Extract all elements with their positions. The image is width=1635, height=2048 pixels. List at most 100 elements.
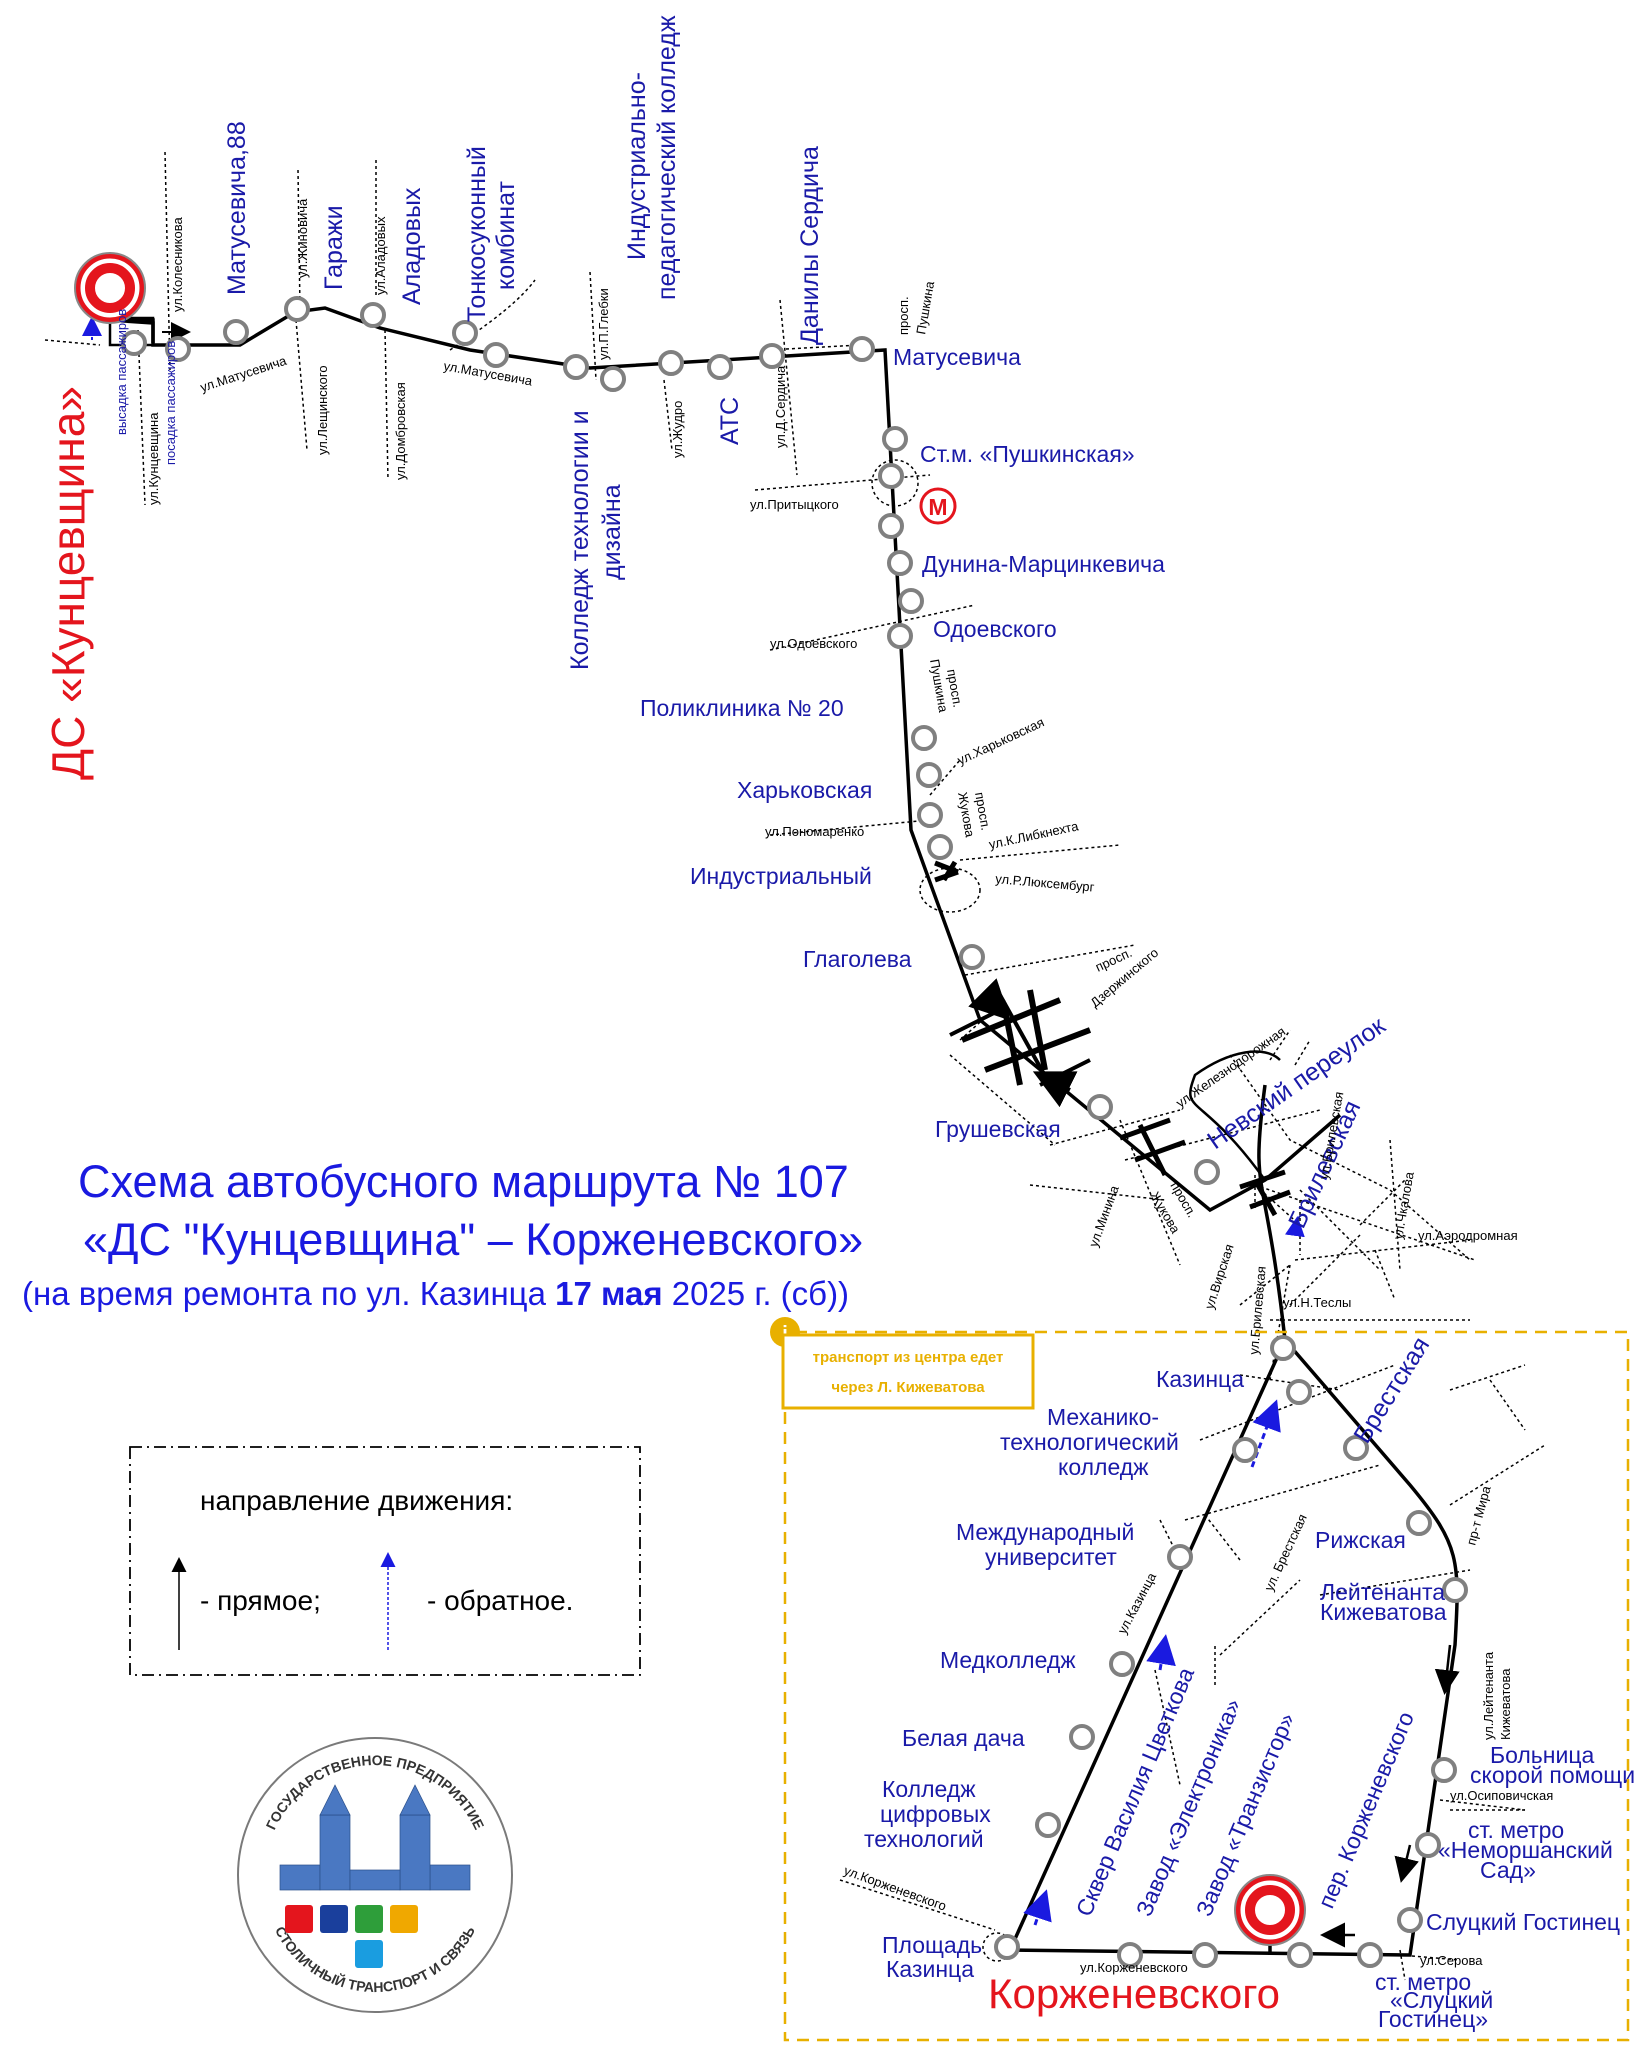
stop-label: Харьковская [737, 777, 872, 803]
street-label: ул.Матусевича [198, 353, 289, 395]
street-labels: ул.Колесникова ул.Кунцевщина ул.Матусеви… [146, 198, 1553, 1975]
street-label: просп. [896, 296, 911, 335]
metro-train-icon [355, 1940, 383, 1968]
stop-marker [1406, 1510, 1432, 1536]
end-terminal-icon [1234, 1874, 1306, 1946]
stop-label: Белая дача [902, 1725, 1025, 1751]
stop-label: Матусевича,88 [223, 121, 251, 295]
minibus-icon [390, 1905, 418, 1933]
stop-label: Одоевского [933, 616, 1057, 642]
stop-marker [284, 296, 310, 322]
dropoff-label: высадка пассажиров [114, 309, 129, 435]
street-label: ул.Вирская [1202, 1242, 1237, 1311]
metro-icon: М [919, 487, 957, 525]
stop-marker [1109, 1651, 1135, 1677]
stop-label: технологий [864, 1826, 984, 1852]
street-label: ул.Брилевская [1246, 1266, 1269, 1356]
stop-marker [1232, 1437, 1258, 1463]
street-label: ул.К.Либкнехта [988, 818, 1081, 852]
stop-marker [1192, 1942, 1218, 1968]
stop-label: АТС [716, 397, 744, 445]
interchange-industrialny [934, 860, 959, 883]
title-line-1: Схема автобусного маршрута № 107 [78, 1156, 849, 1207]
stop-label: Невский переулок [1202, 1011, 1391, 1155]
street-label: ул.Корженевского [1080, 1960, 1188, 1975]
street-label: ул.Д.Сердича [773, 365, 788, 448]
street-label: ул.Притыцкого [750, 497, 839, 512]
street-label: ул.Серова [1420, 1953, 1483, 1968]
stop-label: ст. метро [1468, 1817, 1564, 1843]
street-label: ул.Лейтенанта [1481, 1651, 1496, 1740]
stop-label: Рижская [1315, 1527, 1406, 1553]
interchange-nevsky [1119, 1117, 1186, 1177]
route-line [109, 306, 1459, 1957]
stop-marker [878, 513, 904, 539]
stop-marker [1194, 1159, 1220, 1185]
street-label: Пушкина [927, 658, 951, 714]
stop-marker [483, 342, 509, 368]
street-label: ул.Минина [1086, 1183, 1122, 1249]
stop-label: Матусевича [893, 344, 1021, 370]
company-logo: ГОСУДАРСТВЕННОЕ ПРЕДПРИЯТИЕ СТОЛИЧНЫЙ ТР… [237, 1737, 513, 2013]
detour-zone: i транспорт из центра едет через Л. Киже… [770, 1317, 1630, 2042]
stop-label: ст. метро [1375, 1969, 1471, 1995]
top-vertical-labels: Матусевича,88 Гаражи Аладовых Тонкосукон… [223, 15, 824, 670]
stop-marker [1087, 1094, 1113, 1120]
stop-marker [916, 762, 942, 788]
trolleybus-icon [320, 1905, 348, 1933]
end-terminal-name: Корженевского [988, 1970, 1280, 2017]
stop-label: цифровых [880, 1801, 991, 1827]
stop-label: Площадь [882, 1932, 982, 1958]
street-label: ул.П.Глебки [596, 288, 611, 360]
street-label: ул.Корженевского [842, 1863, 948, 1914]
stop-label: Гаражи [320, 205, 348, 290]
stop-marker [898, 588, 924, 614]
stop-label: Данилы Сердича [796, 146, 824, 345]
stop-marker [887, 623, 913, 649]
stop-marker [927, 834, 953, 860]
stop-marker [1117, 1942, 1143, 1968]
stop-marker [759, 343, 785, 369]
stop-marker [600, 366, 626, 392]
logo-buildings [279, 1784, 471, 1891]
stop-label: «Неморшанский [1438, 1837, 1613, 1863]
stop-marker [1397, 1907, 1423, 1933]
stop-marker [1287, 1942, 1313, 1968]
street-label: просп. [944, 668, 965, 709]
note-line-2: через Л. Кижеватова [831, 1379, 985, 1396]
stop-label: Сад» [1480, 1857, 1536, 1883]
stop-marker [452, 320, 478, 346]
stop-label: Колледж технологии и [566, 410, 594, 670]
stop-label: Лейтенанта [1320, 1579, 1445, 1605]
stop-label: университет [985, 1544, 1117, 1570]
stop-label: Тонкосуконный [463, 146, 491, 322]
logo-transport-icons [285, 1905, 418, 1968]
stop-label: Аладовых [398, 187, 426, 305]
street-label: ул.Домбровская [393, 382, 408, 480]
street-label: ул. Брестская [1261, 1512, 1310, 1594]
street-label: ул.Р.Люксембург [995, 871, 1096, 895]
stop-label: скорой помощи [1470, 1762, 1635, 1788]
street-label: ул.Аладовых [373, 216, 388, 295]
stop-label: Казинца [886, 1956, 974, 1982]
stop-marker [994, 1934, 1020, 1960]
stop-marker [1286, 1379, 1312, 1405]
stop-label: Дунина-Марцинкевича [922, 551, 1165, 577]
stop-label: Кижеватова [1320, 1599, 1447, 1625]
legend-forward: - прямое; [200, 1585, 321, 1616]
pickup-label: посадка пассажиров [163, 341, 178, 465]
street-label: ул.Колесникова [170, 216, 185, 312]
stop-label: комбинат [492, 181, 520, 290]
stop-label: Механико- [1047, 1404, 1159, 1430]
stop-label: колледж [1058, 1454, 1149, 1480]
stop-marker [121, 330, 147, 356]
street-label: ул.Н.Теслы [1283, 1295, 1351, 1310]
start-terminal-name: ДС «Кунцевщина» [42, 386, 94, 780]
horizontal-labels: Матусевича Ст.м. «Пушкинская» Дунина-Мар… [640, 344, 1635, 2032]
stop-marker [223, 319, 249, 345]
stop-label: Гостинец» [1378, 2006, 1488, 2032]
stop-marker [1035, 1812, 1061, 1838]
legend-reverse: - обратное. [427, 1585, 573, 1616]
interchange-brilevskaya [1239, 1169, 1291, 1217]
